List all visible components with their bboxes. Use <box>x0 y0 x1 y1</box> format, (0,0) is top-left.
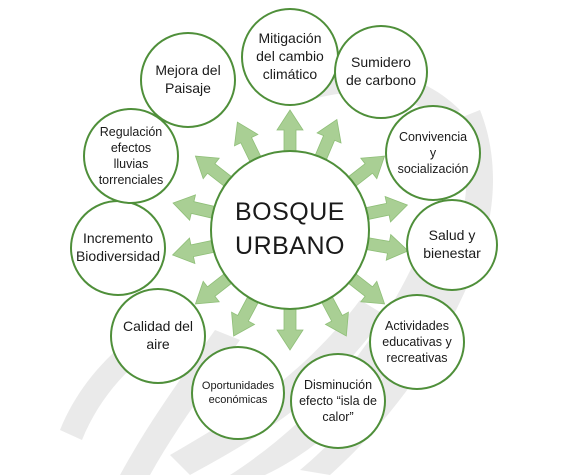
radial-arrow-6 <box>347 272 386 305</box>
node-label-line: Disminución <box>303 378 373 392</box>
node-label-line: calor” <box>322 410 354 424</box>
node-label-line: aire <box>146 336 170 352</box>
radial-arrow-1 <box>276 109 304 153</box>
node-label-line: Oportunidades <box>201 379 275 392</box>
node-label-line: efecto “isla de <box>299 394 377 408</box>
node-label-line: lluvias <box>113 157 149 171</box>
node-convivencia-socializacion: Convivencia y socialización <box>385 105 481 201</box>
node-label-line: Convivencia <box>398 130 468 144</box>
node-label: Actividades educativas y recreativas <box>382 318 451 366</box>
node-label-line: Calidad del <box>122 318 194 335</box>
node-label-line: recreativas <box>386 351 448 365</box>
node-label: Disminución efecto “isla de calor” <box>299 377 377 425</box>
node-label-line: Salud y <box>428 227 476 244</box>
node-regulacion-lluvias: Regulación efectos lluvias torrenciales <box>83 108 179 204</box>
node-label-line: de carbono <box>345 72 417 88</box>
node-label-line: económicas <box>208 394 268 406</box>
radial-arrow-12 <box>172 194 216 221</box>
radial-arrow-3 <box>347 155 386 188</box>
radial-arrow-5 <box>365 233 409 261</box>
node-disminucion-isla-calor: Disminución efecto “isla de calor” <box>290 353 386 449</box>
radial-arrow-14 <box>233 121 262 164</box>
radial-arrow-7 <box>320 295 349 337</box>
node-label-line: Mitigación <box>258 30 322 47</box>
node-oportunidades-economicas: Oportunidades económicas <box>191 346 285 440</box>
node-label-line: bienestar <box>423 245 481 261</box>
node-label-line: climático <box>262 65 318 82</box>
node-label-line: Actividades <box>385 319 449 333</box>
node-label-line: Biodiversidad <box>75 248 161 264</box>
node-label-line: torrenciales <box>98 173 164 187</box>
node-label-line: y <box>429 146 437 160</box>
node-label-line: Regulación <box>99 125 163 139</box>
radial-arrow-10 <box>194 272 233 305</box>
radial-arrow-8 <box>276 307 304 351</box>
node-label-line: Paisaje <box>165 80 211 96</box>
node-label-line: Sumidero <box>351 54 411 71</box>
node-label-line: Incremento <box>82 230 154 247</box>
node-actividades-educativas: Actividades educativas y recreativas <box>369 294 465 390</box>
node-label-line: Mejora del <box>155 62 221 79</box>
radial-arrow-2 <box>314 118 342 162</box>
center-line-1: BOSQUE <box>235 198 345 227</box>
node-label-line: socialización <box>397 162 469 176</box>
radial-arrow-11 <box>171 237 216 265</box>
node-label: Oportunidades económicas <box>202 379 274 407</box>
node-label-line: efectos <box>110 141 152 155</box>
radial-arrow-4 <box>364 195 409 223</box>
radial-arrow-9 <box>231 295 260 337</box>
center-hub-bosque-urbano: BOSQUE URBANO <box>210 150 370 310</box>
radial-arrow-13 <box>194 155 233 188</box>
node-label: Regulación efectos lluvias torrenciales <box>99 124 164 188</box>
node-label: Convivencia y socialización <box>398 129 469 177</box>
node-label-line: del cambio <box>256 48 324 65</box>
node-label-line: educativas y <box>382 335 452 349</box>
center-line-2: URBANO <box>235 232 345 260</box>
